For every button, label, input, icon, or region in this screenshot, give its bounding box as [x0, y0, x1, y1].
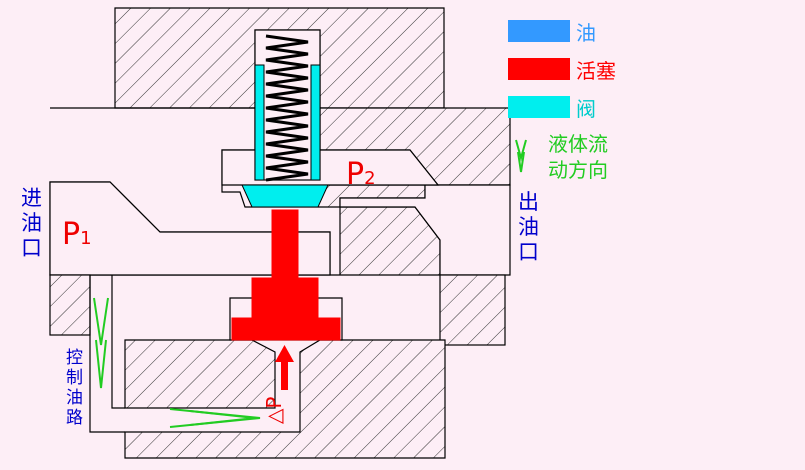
outlet-label: 出 油 口: [518, 190, 539, 264]
lower-right-block: [439, 274, 506, 346]
legend-valve: 阀: [508, 94, 596, 121]
control-line-label: 控 制 油 路: [66, 348, 83, 428]
piston-swatch: [508, 58, 570, 80]
valve-swatch: [508, 96, 570, 118]
flow-arrow-right: [169, 408, 261, 428]
upper-passage: [221, 149, 440, 186]
p2-label: P2: [346, 157, 376, 192]
delta-p-label: △P: [262, 396, 286, 424]
delta-p-arrow: [275, 345, 294, 390]
flow-arrow-down: [93, 297, 109, 389]
legend-piston: 活塞: [508, 56, 616, 83]
oil-swatch: [508, 20, 570, 42]
legend-oil: 油: [508, 18, 596, 45]
valve-sleeve-left: [254, 64, 265, 181]
control-channel: [89, 275, 125, 433]
valve-sleeve-right: [310, 64, 321, 181]
control-channel-inner: [111, 275, 125, 409]
lower-left-block: [49, 274, 91, 336]
valve-head: [241, 184, 329, 208]
bottom-housing: [124, 339, 276, 409]
piston: [231, 209, 341, 341]
inlet-label: 进 油 口: [21, 186, 42, 260]
spring: [265, 34, 309, 182]
legend-flow-label: 液体流 动方向: [548, 132, 608, 182]
legend-flow-icon: [515, 139, 527, 173]
p1-label: P1: [62, 217, 92, 252]
